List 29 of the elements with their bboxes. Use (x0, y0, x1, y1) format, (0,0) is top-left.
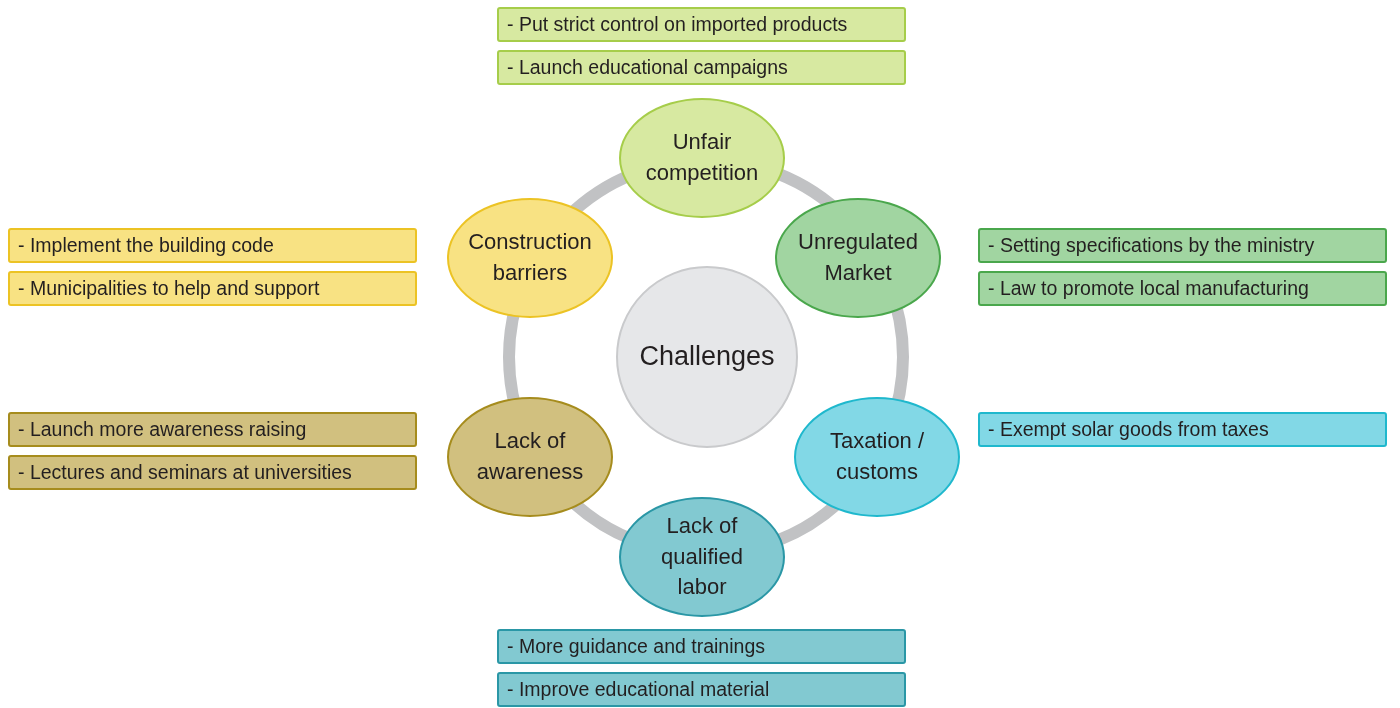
action-text: - Exempt solar goods from taxes (988, 418, 1269, 441)
action-text: - Municipalities to help and support (18, 277, 320, 300)
action-box (8, 271, 417, 306)
challenge-label: Unfair competition (644, 128, 760, 187)
action-box (497, 629, 906, 664)
action-box (978, 412, 1387, 447)
action-text: - Put strict control on imported products (507, 13, 848, 36)
challenge-label: Challenges (639, 340, 775, 374)
action-text: - Launch more awareness raising (18, 418, 307, 441)
action-box (978, 228, 1387, 263)
challenge-label: Lack of qualified labor (660, 511, 744, 602)
challenge-label: Taxation / customs (828, 427, 926, 486)
action-box (497, 7, 906, 42)
action-text: - Setting specifications by the ministry (988, 234, 1315, 257)
action-text: - Launch educational campaigns (507, 56, 788, 79)
action-box (8, 228, 417, 263)
action-text: - More guidance and trainings (507, 635, 765, 658)
action-box (497, 672, 906, 707)
action-box (8, 412, 417, 447)
action-text: - Improve educational material (507, 678, 770, 701)
action-text: - Implement the building code (18, 234, 274, 257)
challenge-label: Lack of awareness (475, 427, 585, 486)
challenge-label: Unregulated Market (797, 228, 919, 287)
action-box (978, 271, 1387, 306)
challenge-label: Construction barriers (467, 228, 593, 287)
action-text: - Law to promote local manufacturing (988, 277, 1309, 300)
action-box (497, 50, 906, 85)
action-text: - Lectures and seminars at universities (18, 461, 352, 484)
action-box (8, 455, 417, 490)
